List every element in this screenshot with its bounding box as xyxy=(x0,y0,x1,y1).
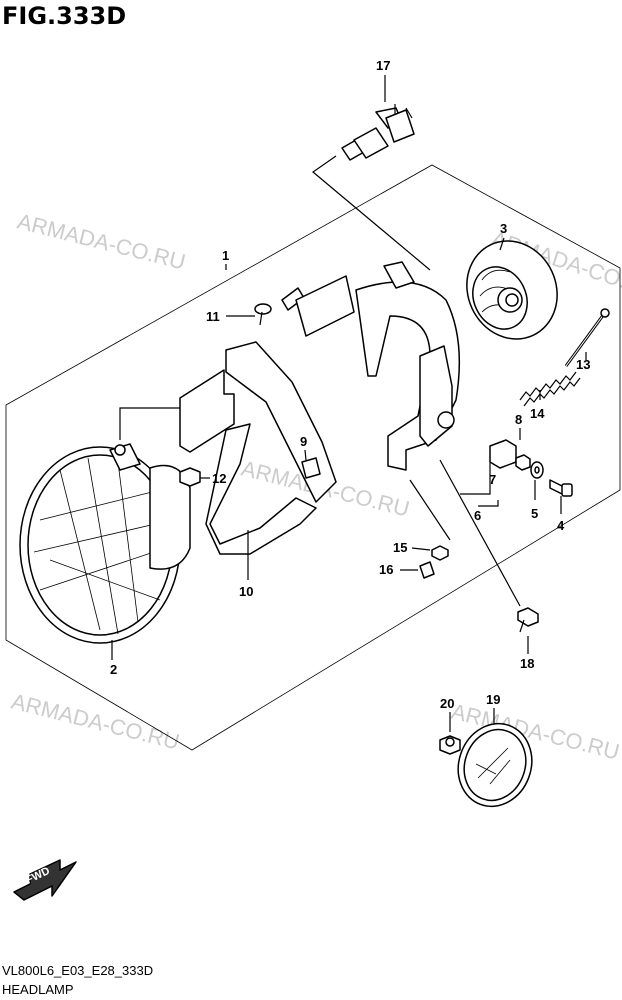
callout-5: 5 xyxy=(531,506,538,521)
callout-9: 9 xyxy=(300,434,307,449)
nut-icon xyxy=(179,467,201,487)
assembly-boundary xyxy=(5,164,621,751)
callout-7: 7 xyxy=(489,472,496,487)
leader-line xyxy=(439,459,521,607)
callout-14: 14 xyxy=(530,406,545,421)
callout-8: 8 xyxy=(515,412,522,427)
clamp-icon xyxy=(301,457,321,479)
callout-labels: 1 2 3 4 5 6 7 8 9 10 11 12 13 14 15 16 1… xyxy=(110,58,590,711)
leader-line xyxy=(119,407,180,440)
screw-icon xyxy=(254,303,272,326)
callout-4: 4 xyxy=(557,518,565,533)
spring-icon xyxy=(519,371,581,407)
callout-20: 20 xyxy=(440,696,454,711)
leader-line xyxy=(460,462,491,495)
callout-16: 16 xyxy=(379,562,393,577)
bulb-icon xyxy=(341,104,415,161)
model-code: VL800L6_E03_E28_333D xyxy=(2,963,154,978)
reflector-icon xyxy=(457,722,533,808)
callout-17: 17 xyxy=(376,58,390,73)
callout-3: 3 xyxy=(500,221,507,236)
callout-1: 1 xyxy=(222,248,229,263)
callout-11: 11 xyxy=(206,309,220,324)
figure-title: FIG.333D xyxy=(2,2,127,30)
screw-icon xyxy=(564,308,610,367)
leader-line xyxy=(312,155,431,271)
callout-6: 6 xyxy=(474,508,481,523)
callout-19: 19 xyxy=(486,692,500,707)
leader-line xyxy=(499,237,505,251)
watermark-text: ARMADA-CO.RU xyxy=(9,689,182,755)
leader-line xyxy=(411,547,431,551)
callout-13: 13 xyxy=(576,357,590,372)
section-name: HEADLAMP xyxy=(2,982,74,997)
bracket-icon xyxy=(179,261,461,555)
bolt-icon xyxy=(419,561,435,579)
bushing-icon xyxy=(489,439,544,479)
bolt-icon xyxy=(517,607,539,633)
watermark-text: ARMADA-CO.RU xyxy=(15,209,188,275)
fwd-arrow-icon: FWD xyxy=(13,859,77,901)
leader-line xyxy=(409,479,451,541)
leader-line xyxy=(304,449,307,461)
callout-2: 2 xyxy=(110,662,117,677)
callout-15: 15 xyxy=(393,540,407,555)
callout-12: 12 xyxy=(212,471,226,486)
nut-icon xyxy=(439,735,461,755)
housing-icon xyxy=(466,240,558,340)
nut-icon xyxy=(431,545,449,561)
callout-18: 18 xyxy=(520,656,534,671)
bolt-icon xyxy=(549,479,573,497)
headlamp-lens-icon xyxy=(19,443,191,644)
callout-10: 10 xyxy=(239,584,253,599)
leader-line xyxy=(478,500,499,507)
